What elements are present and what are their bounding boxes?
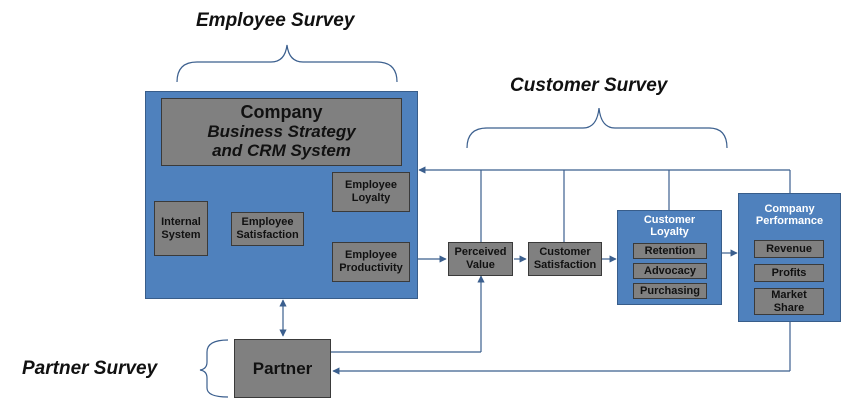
employee-productivity-label: Employee Productivity bbox=[339, 249, 403, 274]
company-performance-item-market-share: Market Share bbox=[754, 288, 824, 315]
employee-productivity-box: Employee Productivity bbox=[332, 242, 410, 282]
internal-system-label: Internal System bbox=[161, 215, 201, 241]
customer-survey-bracket bbox=[466, 107, 728, 149]
company-title: Company bbox=[240, 102, 323, 122]
employee-satisfaction-label: Employee Satisfaction bbox=[236, 216, 299, 241]
company-strategy-box: Company Business Strategy and CRM System bbox=[161, 98, 402, 166]
company-subtitle-2: and CRM System bbox=[212, 141, 351, 160]
perceived-value-label: Perceived Value bbox=[454, 246, 507, 271]
company-performance-item-profits: Profits bbox=[754, 264, 824, 282]
employee-loyalty-box: Employee Loyalty bbox=[332, 172, 410, 212]
customer-survey-label: Customer Survey bbox=[510, 75, 668, 96]
customer-loyalty-item-advocacy: Advocacy bbox=[633, 263, 707, 279]
perceived-value-box: Perceived Value bbox=[448, 242, 513, 276]
customer-loyalty-item-purchasing: Purchasing bbox=[633, 283, 707, 299]
customer-satisfaction-label: Customer Satisfaction bbox=[533, 246, 597, 271]
partner-box: Partner bbox=[234, 339, 331, 398]
employee-survey-label: Employee Survey bbox=[196, 10, 355, 31]
customer-loyalty-item-retention: Retention bbox=[633, 243, 707, 259]
internal-system-box: Internal System bbox=[154, 201, 208, 256]
partner-label: Partner bbox=[252, 359, 313, 378]
company-subtitle-1: Business Strategy bbox=[207, 122, 356, 141]
company-performance-item-revenue: Revenue bbox=[754, 240, 824, 258]
customer-loyalty-title: Customer Loyalty bbox=[643, 214, 696, 238]
employee-loyalty-label: Employee Loyalty bbox=[345, 179, 397, 204]
partner-survey-label: Partner Survey bbox=[22, 358, 158, 379]
company-performance-title: Company Performance bbox=[755, 203, 824, 227]
employee-satisfaction-box: Employee Satisfaction bbox=[231, 212, 304, 246]
partner-survey-bracket bbox=[199, 339, 229, 398]
employee-survey-bracket bbox=[176, 44, 398, 83]
customer-satisfaction-box: Customer Satisfaction bbox=[528, 242, 602, 276]
